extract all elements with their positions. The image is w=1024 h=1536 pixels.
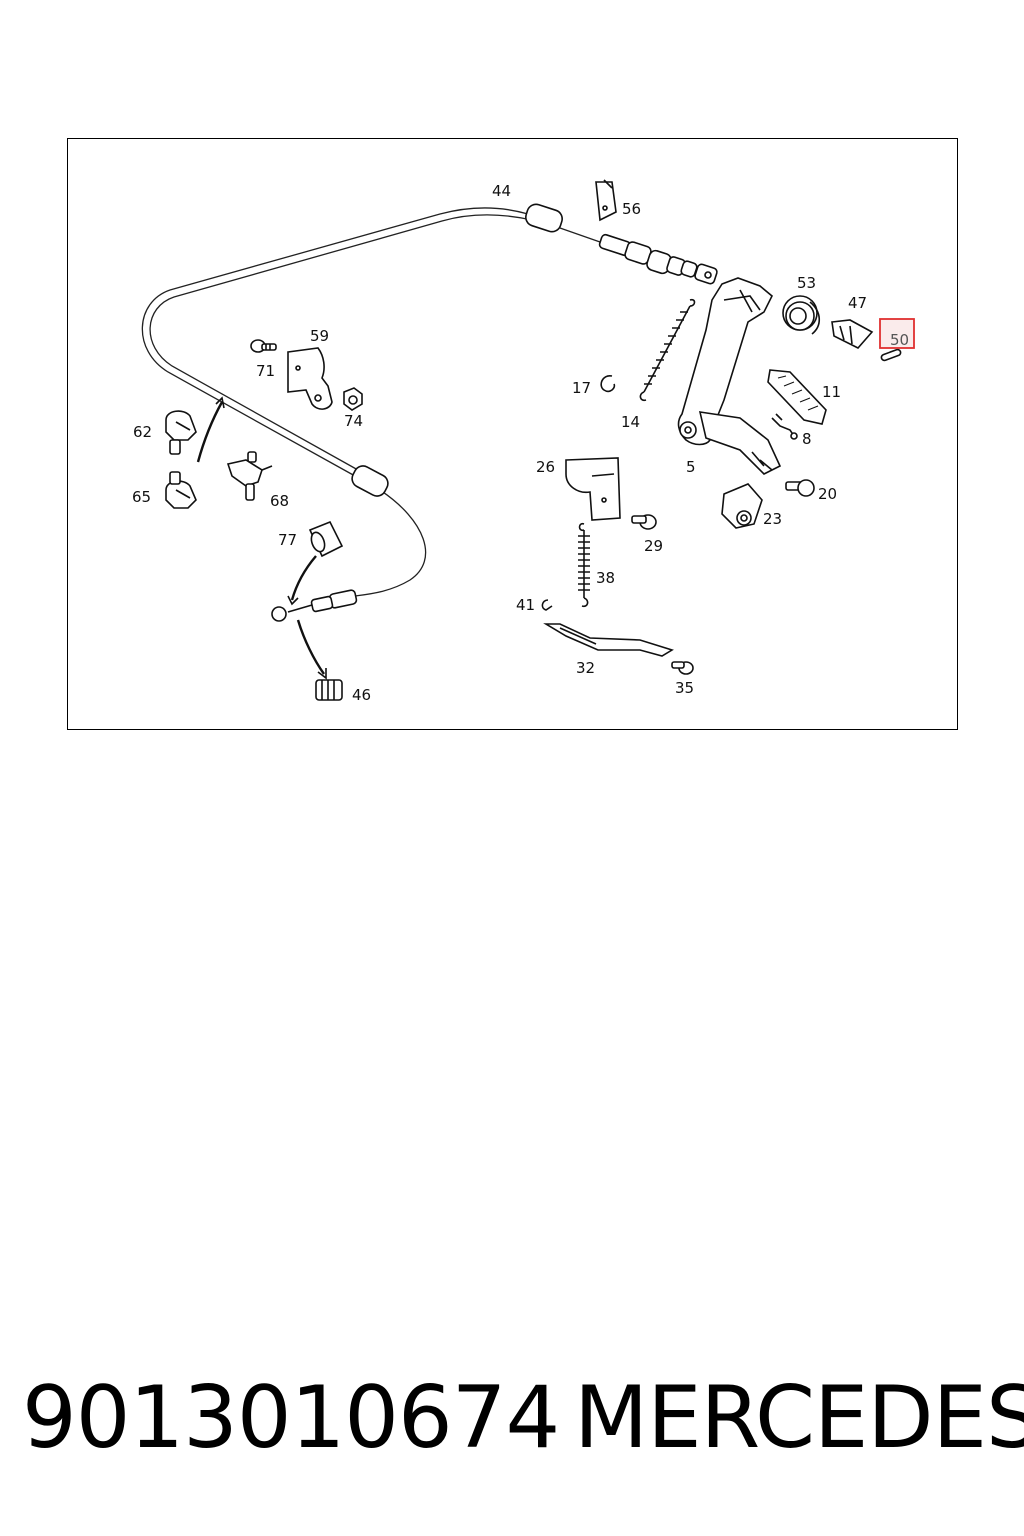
callout-23: 23 [763, 510, 782, 528]
callout-29: 29 [644, 537, 663, 555]
clip-41 [541, 599, 553, 611]
callout-38: 38 [596, 569, 615, 587]
callout-26: 26 [536, 458, 555, 476]
callout-20: 20 [818, 485, 837, 503]
bushing-53 [782, 295, 821, 335]
callout-71: 71 [256, 362, 275, 380]
cable-sleeve-top [525, 203, 563, 233]
bolt-20 [785, 479, 815, 497]
pad-11 [767, 369, 827, 425]
callout-44: 44 [492, 182, 511, 200]
cable-lower-end [271, 589, 358, 622]
cable-44 [141, 207, 529, 597]
callout-65: 65 [132, 488, 151, 506]
arrow-46 [296, 619, 325, 675]
part-number: 9013010674 [22, 1368, 560, 1468]
spring-14 [639, 298, 696, 402]
bracket-56 [595, 179, 617, 222]
bushing-23 [721, 483, 763, 529]
spring-38 [578, 522, 590, 608]
callout-32: 32 [576, 659, 595, 677]
callout-74: 74 [344, 412, 363, 430]
clamp-65 [165, 471, 197, 509]
callout-56: 56 [622, 200, 641, 218]
callout-41: 41 [516, 596, 535, 614]
callout-50: 50 [890, 331, 909, 349]
callout-59: 59 [310, 327, 329, 345]
bolt-29 [631, 514, 657, 530]
arrow-clamps [196, 401, 224, 463]
nut-74 [343, 387, 363, 411]
bolt-71 [250, 339, 277, 353]
plug-77 [308, 520, 344, 558]
connector-46 [315, 679, 343, 701]
callout-35: 35 [675, 679, 694, 697]
parts-diagram-frame [67, 138, 958, 730]
callout-68: 68 [270, 492, 289, 510]
brand-name: MERCEDES [574, 1368, 1024, 1468]
callout-46: 46 [352, 686, 371, 704]
cable-end-fitting [598, 233, 718, 285]
callout-8: 8 [802, 430, 812, 448]
arrow-77 [290, 555, 317, 601]
callout-47: 47 [848, 294, 867, 312]
fitting-68 [226, 451, 273, 501]
callout-11: 11 [822, 383, 841, 401]
callout-50-highlight [879, 318, 915, 349]
clip-8 [771, 413, 798, 440]
callout-62: 62 [133, 423, 152, 441]
callout-53: 53 [797, 274, 816, 292]
pin-50 [880, 348, 902, 362]
bracket-59 [287, 347, 333, 410]
plate-32 [543, 623, 674, 657]
callout-17: 17 [572, 379, 591, 397]
clamp-62 [165, 410, 197, 455]
callout-5: 5 [686, 458, 696, 476]
clip-17 [600, 375, 616, 393]
pedal-arm-5 [677, 277, 782, 475]
clip-47 [831, 319, 874, 349]
cable-sleeve-middle [351, 465, 389, 497]
callout-77: 77 [278, 531, 297, 549]
bracket-26 [565, 457, 621, 521]
callout-14: 14 [621, 413, 640, 431]
bolt-35 [671, 661, 694, 675]
footer-caption: 9013010674 MERCEDES [22, 1368, 1024, 1478]
